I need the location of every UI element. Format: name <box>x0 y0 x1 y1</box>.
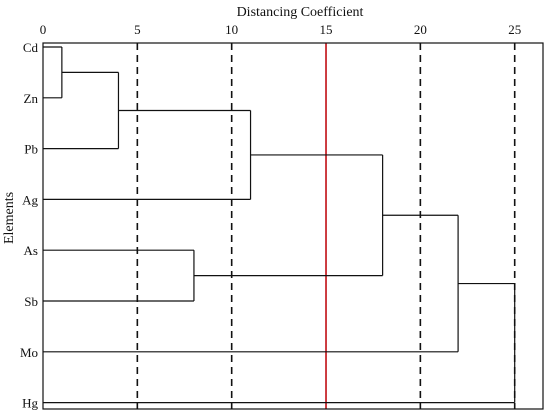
chart-title: Distancing Coefficient <box>237 5 364 20</box>
x-tick-label: 15 <box>320 22 333 37</box>
dendrogram-links <box>43 46 516 404</box>
leaf-label: Zn <box>24 91 39 106</box>
x-tick-label: 20 <box>414 22 427 37</box>
plot-frame <box>42 42 544 410</box>
leaf-label: Hg <box>22 396 38 411</box>
leaf-label: Pb <box>24 142 38 157</box>
leaf-label: Ag <box>22 192 38 207</box>
leaf-label: Cd <box>23 40 39 55</box>
leaf-label: Mo <box>20 345 38 360</box>
y-axis-label: Elements <box>2 192 17 244</box>
leaf-label: Sb <box>24 294 38 309</box>
leaf-label: As <box>24 243 38 258</box>
x-tick-label: 10 <box>225 22 238 37</box>
x-tick-label: 25 <box>508 22 521 37</box>
x-tick-label: 5 <box>134 22 141 37</box>
x-tick-label: 0 <box>40 22 47 37</box>
x-axis-ticks: 0 5 10 15 20 25 <box>40 22 521 37</box>
